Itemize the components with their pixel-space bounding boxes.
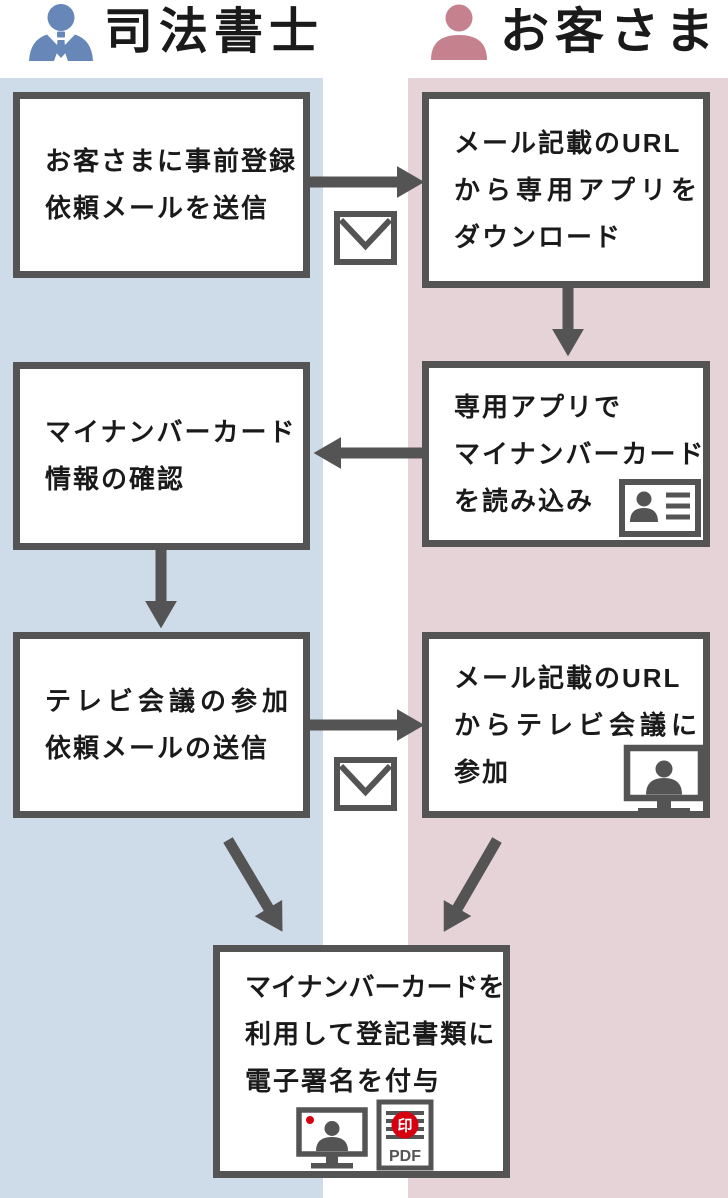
step-box-join-video-meeting: メール記載のURL からテレビ会議に 参加	[422, 632, 710, 818]
box-text-line: 依頼メールの送信	[45, 733, 270, 763]
scrivener-header: 司法書士	[26, 0, 324, 64]
box-text-line: お客さまに事前登録	[45, 146, 298, 176]
box-text-line: から専用アプリを	[454, 174, 703, 205]
person-icon	[431, 4, 487, 60]
customer-header-label: お客さま	[500, 5, 721, 59]
step-box-send-meeting-invite: テレビ会議の参加 依頼メールの送信	[13, 632, 310, 818]
box-text-line: 依頼メールを送信	[45, 193, 270, 223]
box-text-line: マイナンバーカード	[454, 438, 706, 469]
step-box-read-mynumber-card: 専用アプリで マイナンバーカード を読み込み	[422, 361, 710, 547]
box-text-line: 利用して登記書類に	[245, 1019, 497, 1049]
scrivener-header-label: 司法書士	[104, 5, 325, 59]
businessman-icon	[29, 4, 93, 61]
step-box-confirm-card-info: マイナンバーカード 情報の確認	[13, 362, 310, 550]
box-text-line: マイナンバーカード	[45, 417, 297, 447]
step-box-send-preregistration-mail: お客さまに事前登録 依頼メールを送信	[13, 92, 310, 278]
box-text-line: からテレビ会議に	[454, 709, 703, 740]
box-text-line: テレビ会議の参加	[45, 686, 294, 716]
box-text-line: 電子署名を付与	[245, 1066, 442, 1096]
box-text-line: メール記載のURL	[454, 127, 682, 158]
box-text-line: ダウンロード	[454, 221, 623, 252]
envelope-icon	[337, 214, 394, 262]
customer-header: お客さま	[426, 0, 720, 64]
step-box-download-app: メール記載のURL から専用アプリを ダウンロード	[422, 92, 710, 288]
envelope-icon	[337, 760, 394, 808]
box-text-line: 情報の確認	[45, 464, 186, 494]
step-box-digital-signature: マイナンバーカードを 利用して登記書類に 電子署名を付与	[213, 945, 510, 1178]
box-text-line: 参加	[454, 756, 511, 787]
box-text-line: 専用アプリで	[454, 391, 623, 422]
box-text-line: を読み込み	[454, 485, 595, 516]
box-text-line: マイナンバーカードを	[245, 972, 505, 1002]
box-text-line: メール記載のURL	[454, 662, 682, 693]
